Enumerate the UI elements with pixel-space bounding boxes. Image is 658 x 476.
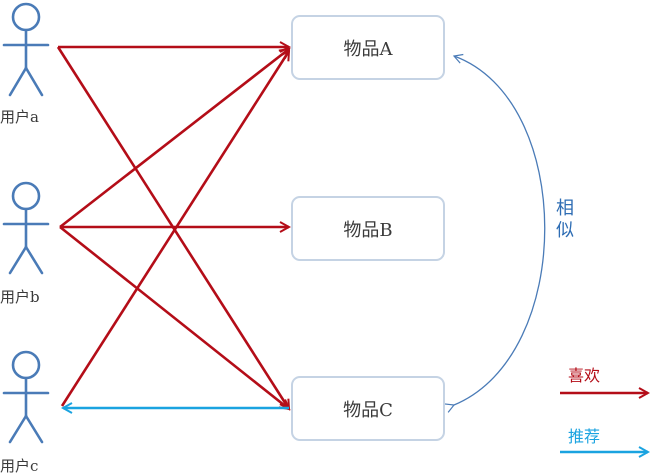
like-edge-b-C: [59, 225, 289, 409]
similar-label: 相似: [556, 198, 574, 241]
like-edge-c-A: [60, 51, 289, 407]
item-box-c: 物品C: [291, 376, 445, 441]
item-box-a: 物品A: [291, 15, 445, 80]
user-icon-c: [2, 350, 50, 444]
legend-like-label: 喜欢: [568, 366, 601, 385]
similar-curve: [444, 53, 546, 413]
user-label-a: 用户a: [0, 108, 39, 126]
user-label-b: 用户b: [0, 288, 40, 306]
user-icon-a: [2, 2, 50, 97]
user-label-c: 用户c: [0, 457, 39, 475]
legend-recommend-label: 推荐: [568, 427, 601, 446]
item-box-b: 物品B: [291, 196, 445, 261]
item-label-a: 物品A: [343, 38, 393, 60]
item-label-c: 物品C: [343, 399, 393, 421]
item-label-b: 物品B: [343, 219, 393, 241]
user-icon-b: [2, 181, 50, 275]
like-edge-b-A: [59, 49, 289, 229]
